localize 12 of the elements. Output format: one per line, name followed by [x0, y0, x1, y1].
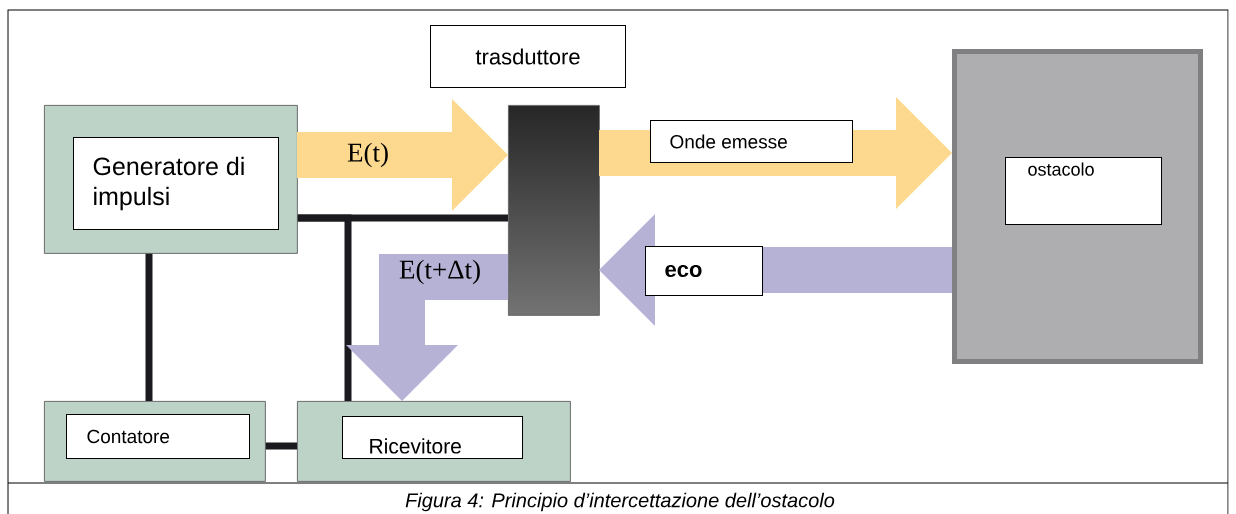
- label-box: trasduttore: [430, 25, 626, 88]
- label-box: Contatore: [66, 414, 250, 459]
- block-arrow: [297, 99, 508, 211]
- label-box: eco: [645, 246, 763, 296]
- caption: Figura 4: Principio d’intercettazione dell’ostacolo: [405, 492, 835, 512]
- label-box: Onde emesse: [650, 120, 853, 163]
- edge-label: E(t+Δt): [397, 258, 483, 286]
- label-box: ostacolo: [1005, 157, 1162, 225]
- transducer-block: [508, 105, 600, 316]
- label-box: Generatore di impulsi: [73, 137, 279, 230]
- label-box: Ricevitore: [342, 416, 523, 459]
- edge-label: E(t): [346, 141, 390, 169]
